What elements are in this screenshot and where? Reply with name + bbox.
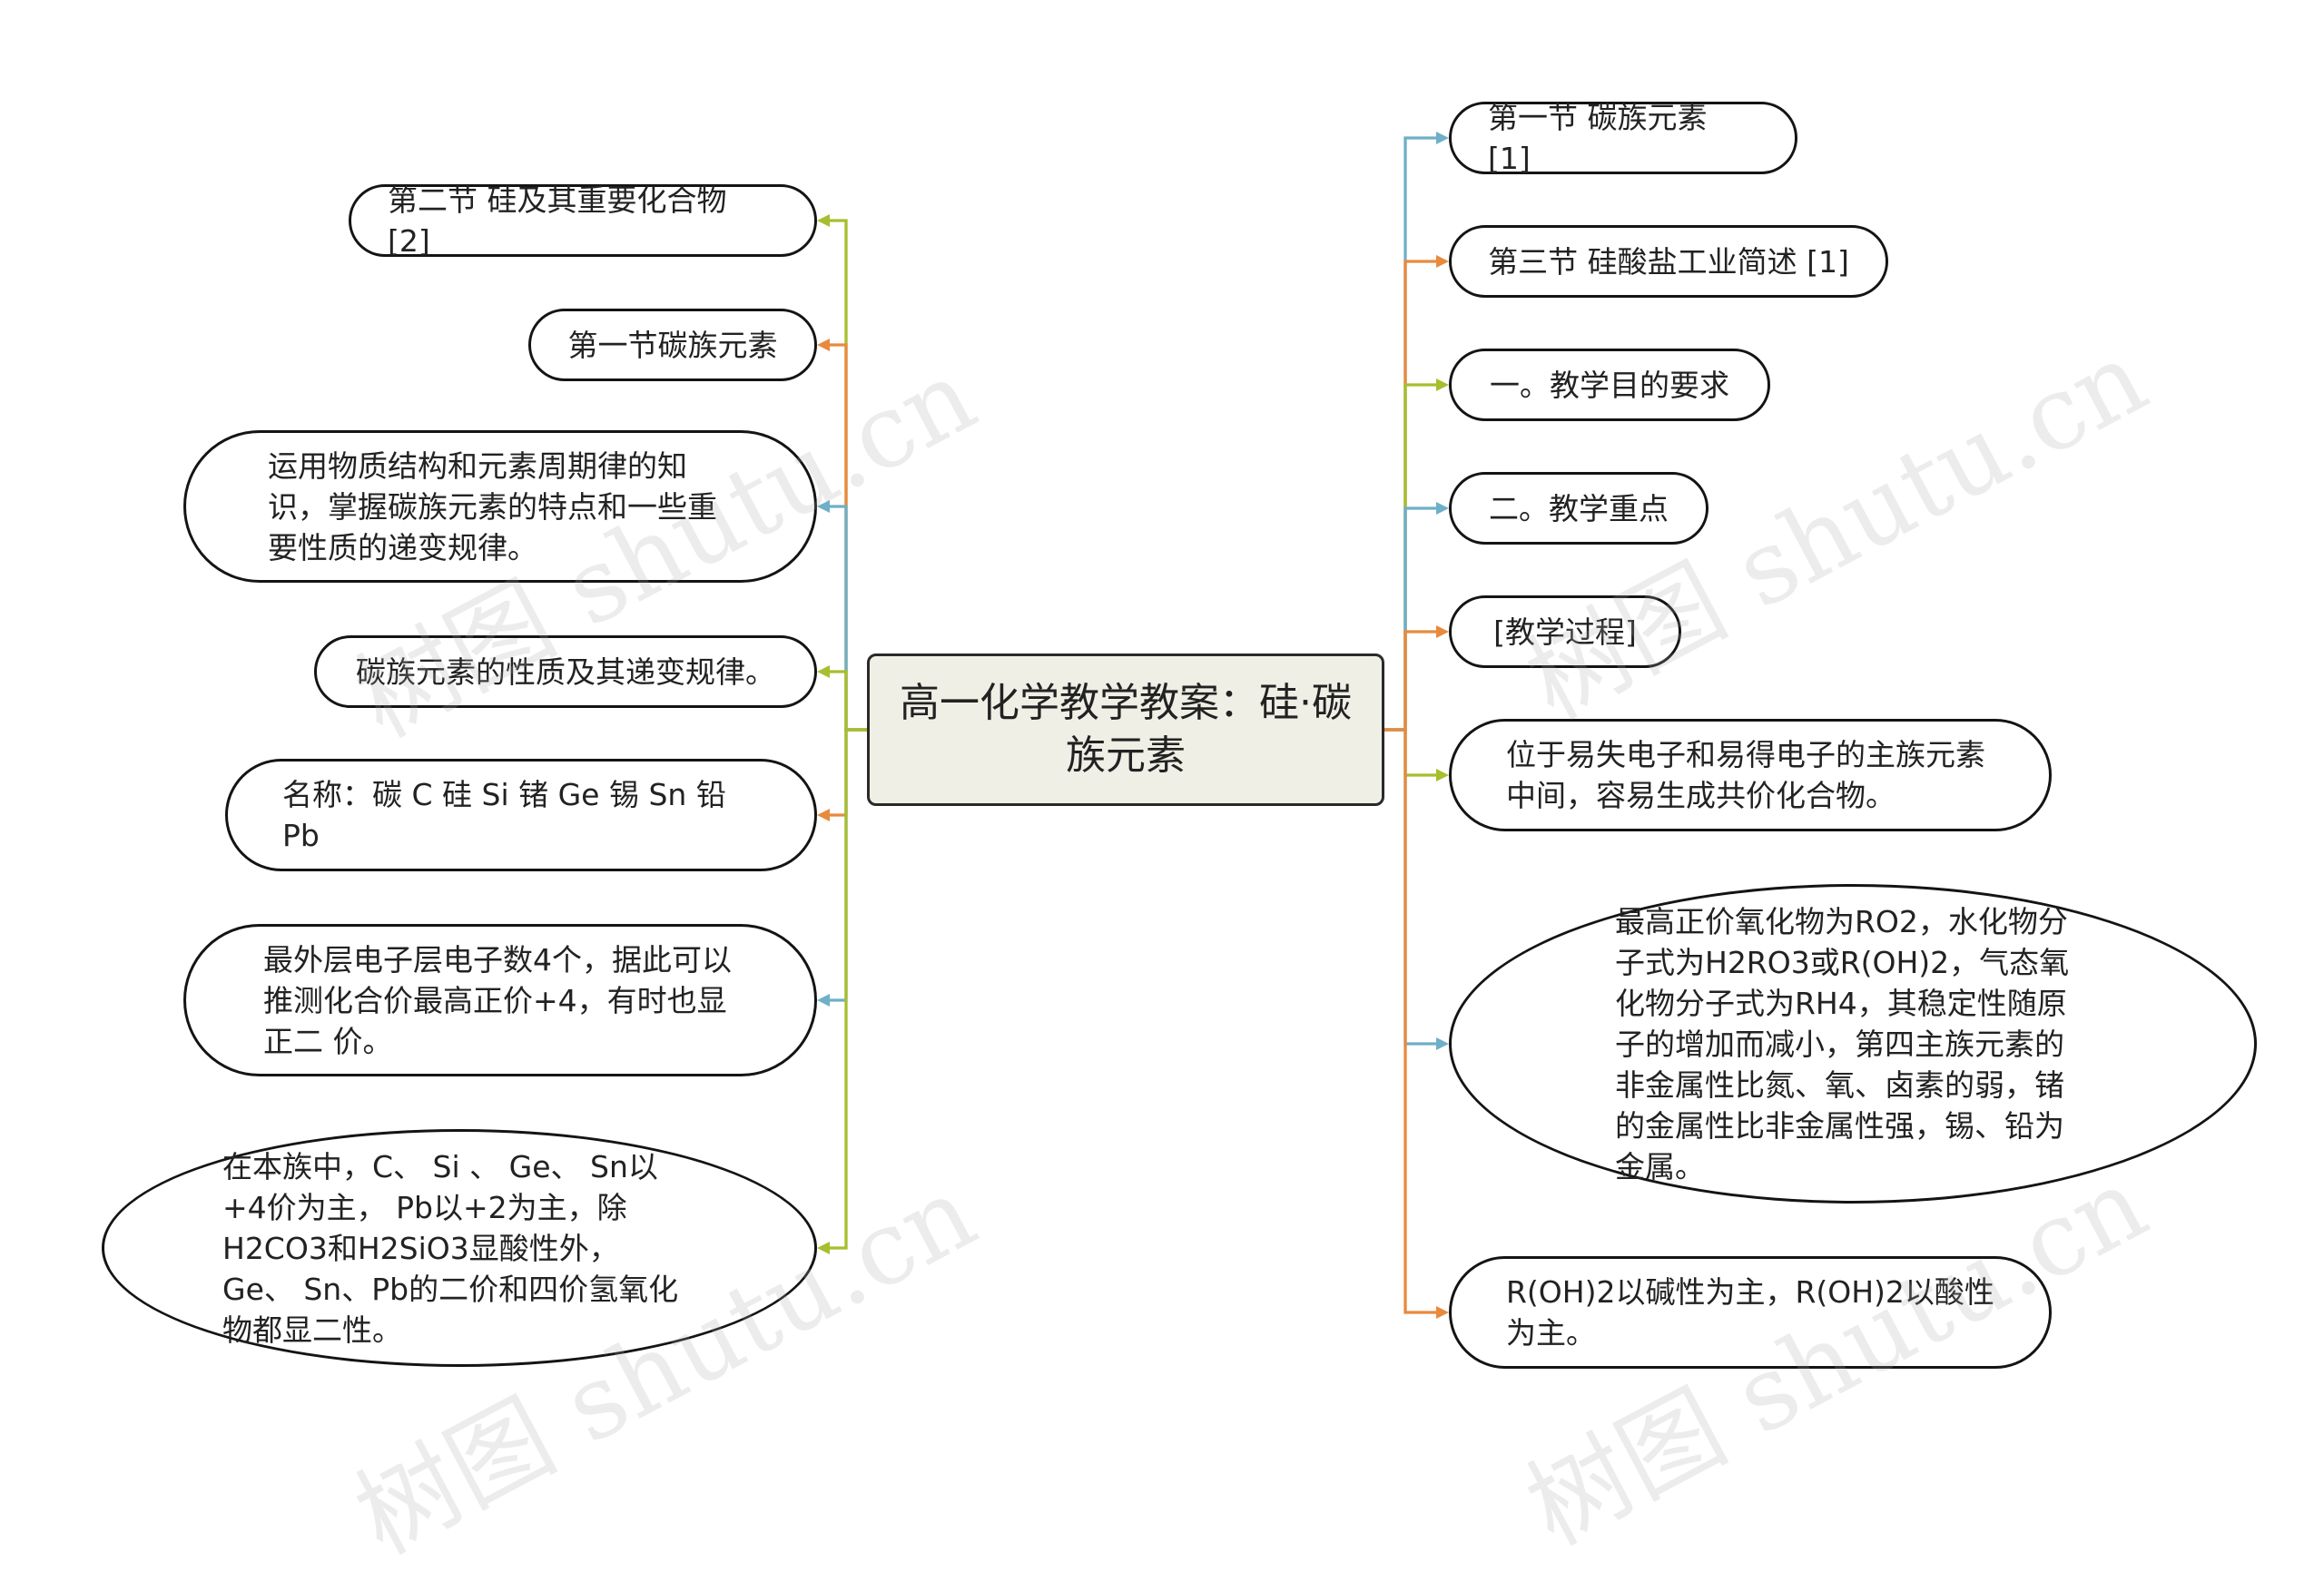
left-node-7[interactable]: 在本族中，C、 Si 、 Ge、 Sn以+4价为主， Pb以+2为主，除H2CO… (102, 1129, 817, 1367)
connector-right-5 (1384, 630, 1438, 732)
arrow-left-2 (817, 339, 830, 351)
arrow-left-1 (817, 214, 830, 227)
right-node-5-label: [教学过程] (1493, 614, 1637, 650)
left-node-5-label: 名称：碳 C 硅 Si 锗 Ge 锡 Sn 铅 Pb (282, 777, 726, 853)
arrow-left-3 (817, 500, 830, 513)
mind-map: 高一化学教学教案：硅·碳族元素 第二节 硅及其重要化合物 [2] 第一节碳族元素… (102, 100, 2257, 1577)
arrow-right-3 (1436, 378, 1449, 391)
arrow-right-1 (1436, 132, 1449, 144)
left-node-2-label: 第一节碳族元素 (567, 327, 778, 363)
arrow-right-6 (1436, 769, 1449, 781)
right-node-8-label: R(OH)2以碱性为主，R(OH)2以酸性为主。 (1506, 1274, 1994, 1351)
right-node-4[interactable]: 二。教学重点 (1449, 472, 1709, 545)
right-node-8[interactable]: R(OH)2以碱性为主，R(OH)2以酸性为主。 (1449, 1256, 2052, 1369)
connector-right-7 (1384, 728, 1438, 1046)
left-node-1[interactable]: 第二节 硅及其重要化合物 [2] (349, 182, 817, 259)
arrow-left-7 (817, 1242, 830, 1254)
central-topic[interactable]: 高一化学教学教案：硅·碳族元素 (867, 653, 1384, 806)
left-node-4[interactable]: 碳族元素的性质及其递变规律。 (314, 635, 817, 708)
left-node-3-label: 运用物质结构和元素周期律的知识，掌握碳族元素的特点和一些重要性质的递变规律。 (268, 447, 717, 565)
arrow-right-8 (1436, 1306, 1449, 1319)
left-node-6[interactable]: 最外层电子层电子数4个，据此可以推测化合价最高正价+4，有时也显正二 价。 (183, 924, 817, 1076)
connector-right-3 (1384, 383, 1438, 732)
connector-left-4 (828, 670, 867, 732)
connector-right-8 (1384, 728, 1438, 1314)
arrow-left-5 (817, 809, 830, 821)
arrow-right-4 (1436, 502, 1449, 515)
right-node-5[interactable]: [教学过程] (1449, 595, 1681, 668)
left-node-1-label: 第二节 硅及其重要化合物 [2] (388, 182, 727, 259)
left-node-5[interactable]: 名称：碳 C 硅 Si 锗 Ge 锡 Sn 铅 Pb (225, 759, 817, 871)
right-node-1-label: 第一节 碳族元素 [1] (1488, 100, 1708, 176)
right-node-2-label: 第三节 硅酸盐工业简述 [1] (1488, 243, 1849, 280)
left-node-3[interactable]: 运用物质结构和元素周期律的知识，掌握碳族元素的特点和一些重要性质的递变规律。 (183, 430, 817, 583)
connector-left-7 (828, 728, 867, 1250)
left-node-6-label: 最外层电子层电子数4个，据此可以推测化合价最高正价+4，有时也显正二 价。 (263, 941, 732, 1059)
connector-right-6 (1384, 728, 1438, 777)
right-node-3-label: 一。教学目的要求 (1490, 367, 1729, 403)
right-node-7-label: 最高正价氧化物为RO2，水化物分子式为H2RO3或R(OH)2，气态氧化物分子式… (1615, 903, 2070, 1184)
central-topic-label: 高一化学教学教案：硅·碳族元素 (900, 680, 1352, 779)
right-node-6-label: 位于易失电子和易得电子的主族元素中间，容易生成共价化合物。 (1506, 737, 1985, 813)
connector-lines (817, 132, 1449, 1319)
right-node-4-label: 二。教学重点 (1489, 490, 1669, 526)
connector-right-1 (1384, 136, 1438, 732)
arrow-right-7 (1436, 1037, 1449, 1050)
left-node-7-label: 在本族中，C、 Si 、 Ge、 Sn以+4价为主， Pb以+2为主，除H2CO… (222, 1148, 679, 1348)
connector-right-2 (1384, 260, 1438, 732)
connector-right-4 (1384, 506, 1438, 732)
arrow-left-4 (817, 665, 830, 678)
right-node-7[interactable]: 最高正价氧化物为RO2，水化物分子式为H2RO3或R(OH)2，气态氧化物分子式… (1449, 884, 2257, 1204)
arrow-right-5 (1436, 625, 1449, 638)
arrow-left-6 (817, 994, 830, 1007)
right-node-2[interactable]: 第三节 硅酸盐工业简述 [1] (1449, 225, 1888, 298)
left-node-4-label: 碳族元素的性质及其递变规律。 (356, 653, 775, 690)
right-node-3[interactable]: 一。教学目的要求 (1449, 349, 1770, 421)
right-node-1[interactable]: 第一节 碳族元素 [1] (1449, 100, 1797, 176)
right-node-6[interactable]: 位于易失电子和易得电子的主族元素中间，容易生成共价化合物。 (1449, 719, 2052, 831)
arrow-right-2 (1436, 255, 1449, 268)
left-node-2[interactable]: 第一节碳族元素 (528, 309, 817, 381)
